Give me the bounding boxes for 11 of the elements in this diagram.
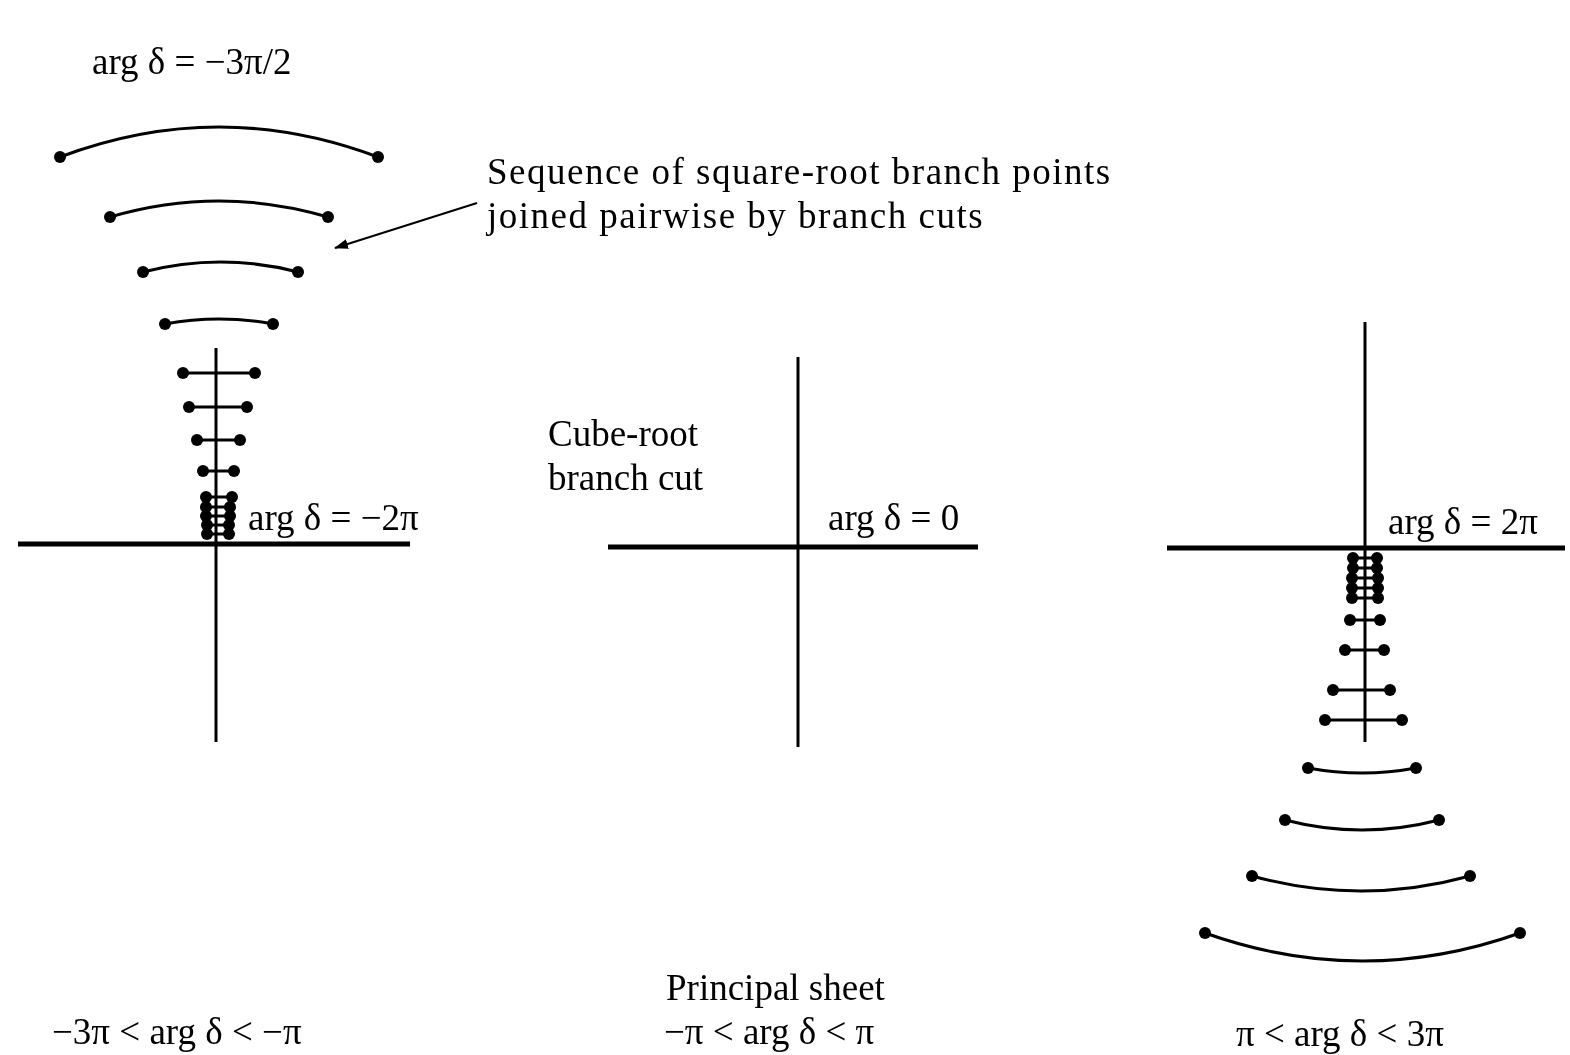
argument-label: arg δ = 2π <box>1388 500 1538 544</box>
argument-label: arg δ = 0 <box>828 496 960 540</box>
range-label: −π < arg δ < π <box>664 1010 875 1054</box>
annotation-text: Sequence of square-root branch points joined pairwise by branch cuts <box>487 150 1157 238</box>
caption-text: Principal sheet <box>666 966 885 1010</box>
leader-line <box>334 202 478 249</box>
argument-label: arg δ = −3π/2 <box>92 40 292 84</box>
range-label: π < arg δ < 3π <box>1236 1012 1444 1055</box>
caption-text: Cube-root branch cut <box>548 412 705 500</box>
argument-label: arg δ = −2π <box>248 496 419 540</box>
range-label: −3π < arg δ < −π <box>52 1010 302 1054</box>
